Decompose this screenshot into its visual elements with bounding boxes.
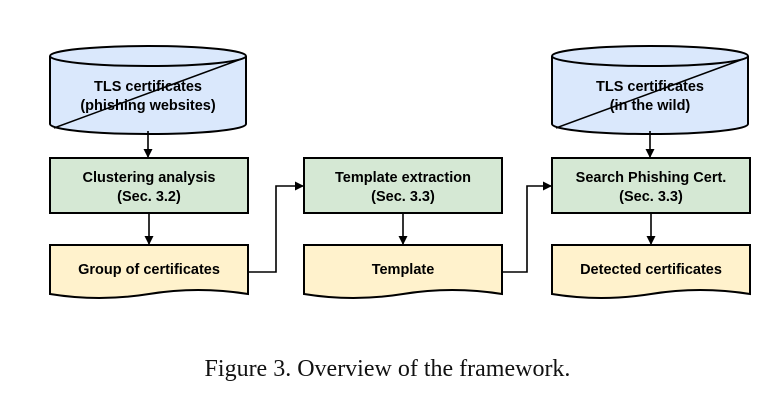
document-group-of-certificates: Group of certificates xyxy=(49,244,249,299)
process-label-line1: Template extraction xyxy=(335,170,471,186)
database-slash-line xyxy=(53,57,245,129)
process-label-line2: (Sec. 3.2) xyxy=(117,189,181,205)
process-clustering-analysis: Clustering analysis (Sec. 3.2) xyxy=(49,157,249,214)
process-search-phishing-cert: Search Phishing Cert. (Sec. 3.3) xyxy=(551,157,751,214)
document-template: Template xyxy=(303,244,503,299)
database-label-line2: (in the wild) xyxy=(610,98,691,114)
database-label-line1: TLS certificates xyxy=(596,79,704,95)
process-label-line2: (Sec. 3.3) xyxy=(619,189,683,205)
arrow-group-to-template-extraction xyxy=(248,181,304,273)
database-wild-certificates: TLS certificates (in the wild) xyxy=(551,45,749,135)
document-label: Detected certificates xyxy=(580,262,722,278)
database-label-line1: TLS certificates xyxy=(94,79,202,95)
figure-caption: Figure 3. Overview of the framework. xyxy=(204,356,571,382)
database-phishing-certificates: TLS certificates (phishing websites) xyxy=(49,45,247,135)
document-detected-certificates: Detected certificates xyxy=(551,244,751,299)
document-label: Template xyxy=(372,262,435,278)
process-label-line1: Clustering analysis xyxy=(83,170,216,186)
process-label-line1: Search Phishing Cert. xyxy=(576,170,727,186)
process-template-extraction: Template extraction (Sec. 3.3) xyxy=(303,157,503,214)
database-slash-line xyxy=(555,57,747,129)
document-label: Group of certificates xyxy=(78,262,220,278)
arrow-template-to-search xyxy=(502,181,552,273)
database-label-line2: (phishing websites) xyxy=(80,98,216,114)
process-label-line2: (Sec. 3.3) xyxy=(371,189,435,205)
